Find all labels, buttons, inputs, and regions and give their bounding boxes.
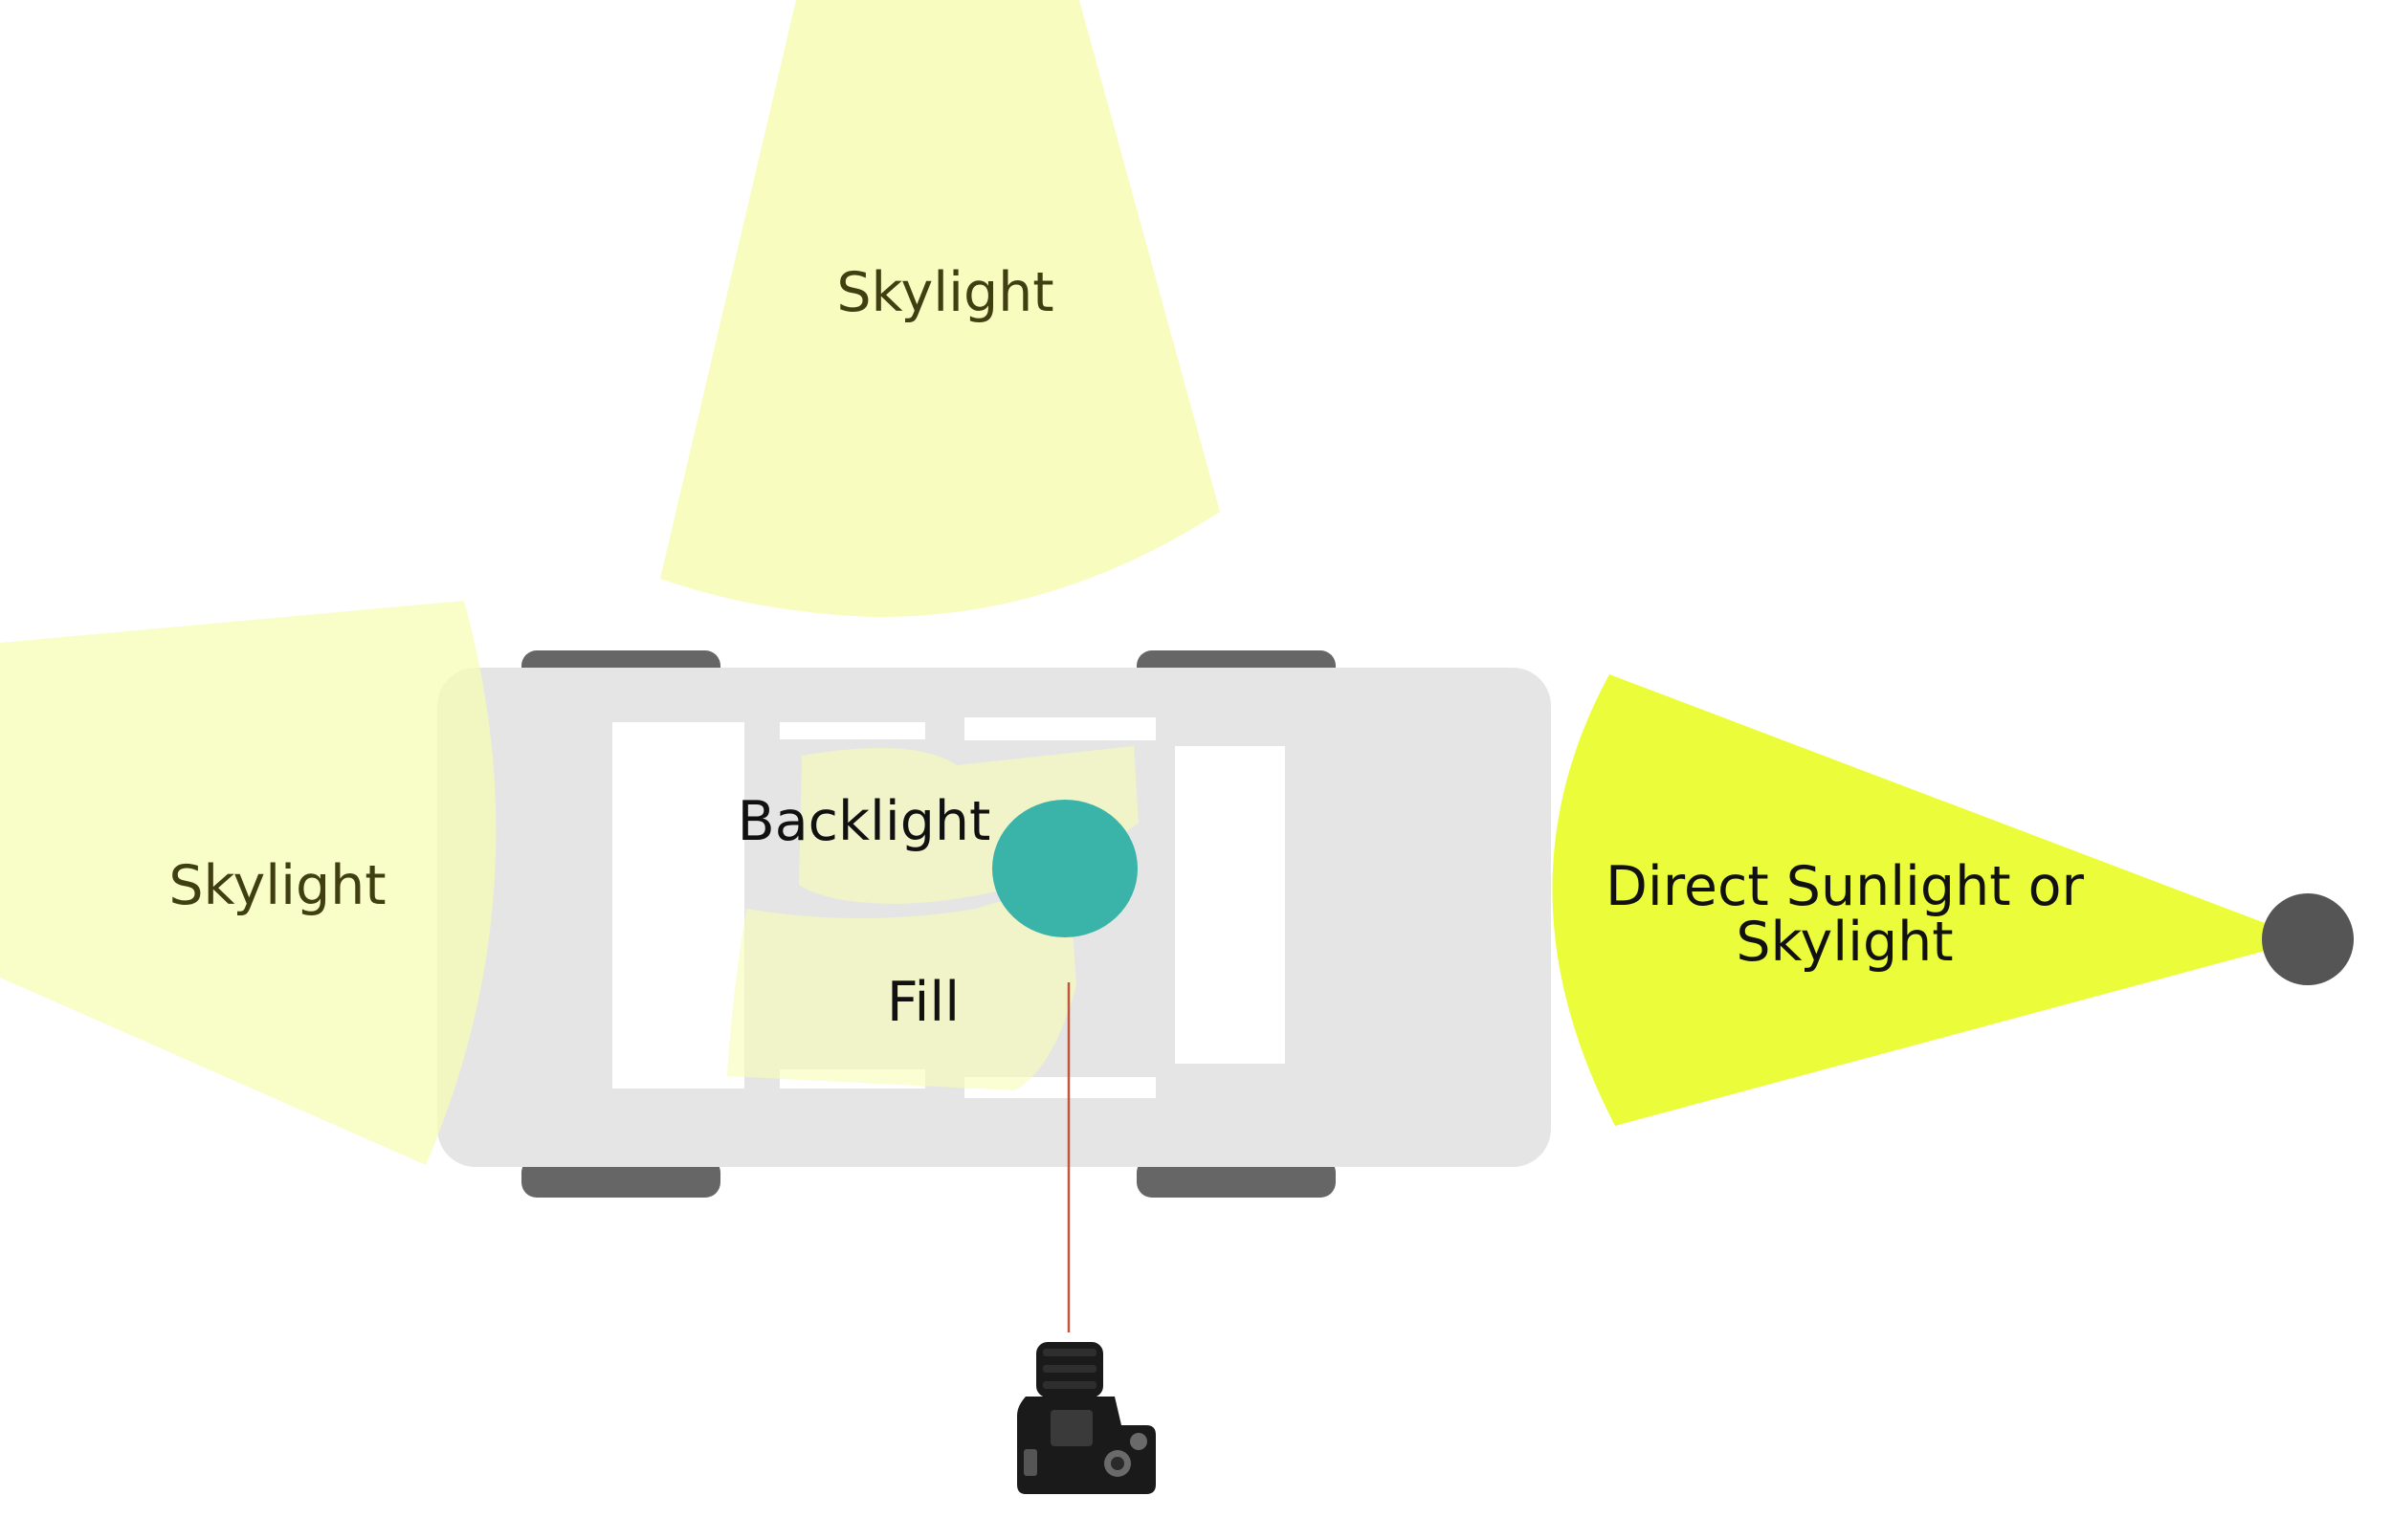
dslr-camera-icon [1017, 1342, 1156, 1494]
side-window-top-2 [964, 717, 1156, 740]
backlight-label: Backlight [738, 790, 991, 853]
sun-source-icon [2262, 893, 2354, 985]
skylight-top-label: Skylight [836, 261, 1053, 324]
direct-sunlight-beam [1552, 674, 2308, 1126]
car-windows [612, 717, 1285, 1098]
skylight-beam-top [660, 0, 1220, 618]
subject-circle-icon [992, 800, 1138, 937]
fill-label: Fill [887, 971, 960, 1034]
tire-rear-left [521, 1157, 720, 1198]
windshield-front [1175, 746, 1285, 1064]
direct-sunlight-label-line1: Direct Sunlight or [1606, 855, 2085, 918]
skylight-left-label: Skylight [168, 854, 386, 917]
side-window-top-1 [780, 722, 925, 739]
windshield-rear [612, 722, 744, 1089]
fill-glow [727, 896, 1076, 1090]
tire-rear-right [1137, 1157, 1336, 1198]
skylight-beam-left [0, 601, 497, 1165]
direct-sunlight-label-line2: Skylight [1736, 911, 1953, 974]
